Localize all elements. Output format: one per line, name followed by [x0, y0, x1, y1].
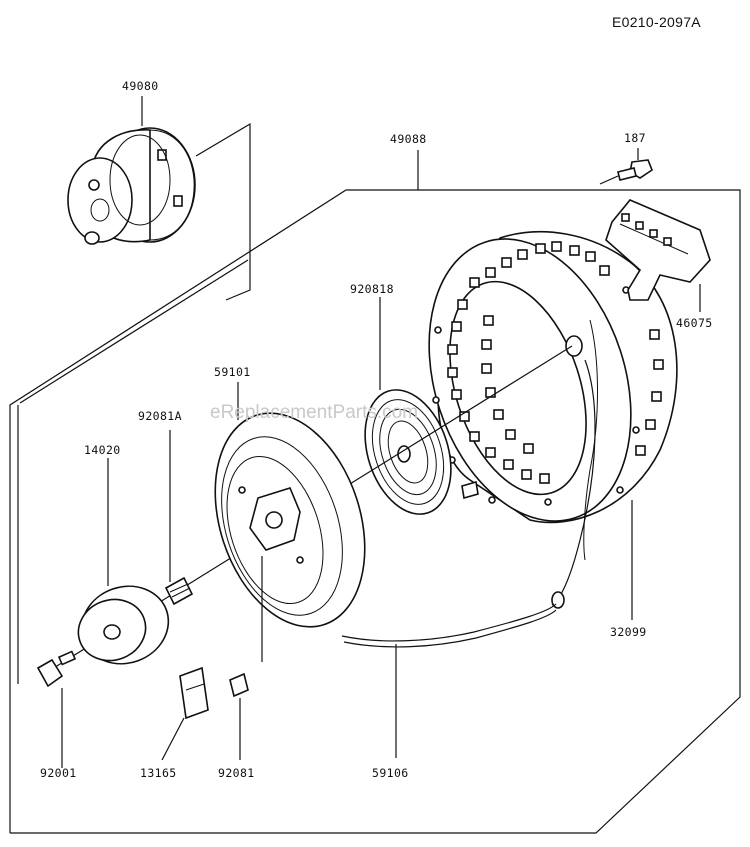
part-49080-cup: [67, 127, 196, 245]
callout-49088: 49088: [390, 132, 427, 146]
part-92081A-spring: [164, 576, 194, 606]
callout-92081: 92081: [218, 766, 255, 780]
part-46075-handle: [605, 199, 711, 301]
part-14020-cam: [77, 585, 170, 665]
leader-13165: [161, 717, 185, 761]
callout-14020: 14020: [84, 443, 121, 457]
callout-92001: 92001: [40, 766, 77, 780]
diagram-code: E0210-2097A: [612, 14, 701, 30]
part-49080-frame: [19, 122, 251, 404]
callout-59101: 59101: [214, 365, 251, 379]
part-92081-spring: [229, 672, 249, 698]
part-59106-rope: [341, 603, 557, 648]
callout-187: 187: [624, 131, 646, 145]
callout-32099: 32099: [610, 625, 647, 639]
watermark: eReplacementParts.com: [210, 402, 418, 423]
part-59101-reel: [214, 412, 366, 628]
housing-vents: [432, 241, 664, 506]
callout-13165: 13165: [140, 766, 177, 780]
part-49088-housing: [428, 230, 678, 609]
part-13165-pawl: [179, 666, 209, 720]
part-920818-spring: [364, 389, 479, 515]
callout-49080: 49080: [122, 79, 159, 93]
callout-59106: 59106: [372, 766, 409, 780]
callout-920818: 920818: [350, 282, 394, 296]
callout-46075: 46075: [676, 316, 713, 330]
part-92001-bolt: [36, 650, 77, 688]
part-187-bolt: [599, 159, 653, 185]
assembly-boundary: [9, 189, 741, 834]
callout-92081A: 92081A: [138, 409, 182, 423]
